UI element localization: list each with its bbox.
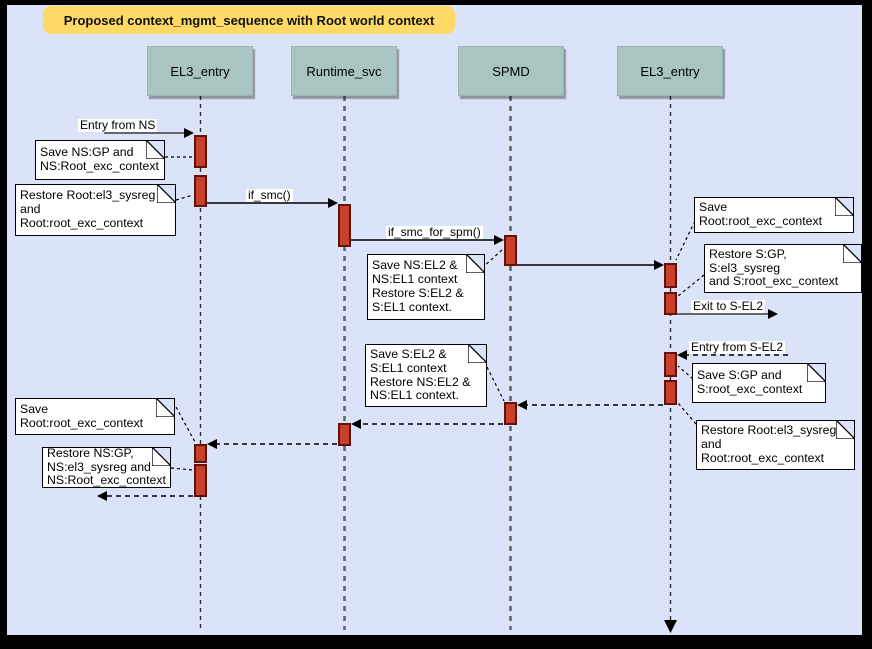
note-text: Save Root:root_exc_context	[20, 401, 144, 430]
activation-bar	[664, 380, 677, 405]
note-fold-icon	[152, 448, 170, 466]
note-restore-root-right: Restore Root:el3_sysreg and Root:root_ex…	[696, 420, 855, 470]
arrowhead-spmd-to-el3	[654, 260, 664, 270]
activation-bar	[664, 292, 677, 315]
note-fold-icon	[843, 245, 861, 263]
activation-bar	[504, 402, 517, 425]
note-save-s-el2: Save S:EL2 & S:EL1 context Restore NS:EL…	[365, 344, 487, 407]
note-connector	[677, 365, 694, 380]
note-connector	[175, 194, 194, 201]
note-text: Restore Root:el3_sysreg and Root:root_ex…	[20, 188, 156, 230]
activation-bar	[194, 135, 207, 168]
participant-label: Runtime_svc	[306, 63, 382, 79]
activation-bar	[194, 444, 207, 463]
note-fold-icon	[146, 141, 164, 159]
note-connector	[175, 406, 196, 443]
message-label-exit-to-sel2: Exit to S-EL2	[691, 299, 766, 313]
arrowhead-el3-exit-left	[97, 491, 107, 501]
arrowhead-runtime-to-el3	[207, 439, 217, 449]
note-text: Save NS:EL2 & NS:EL1 context Restore S:E…	[372, 258, 464, 314]
arrowhead-if-smc-for-spm	[494, 235, 504, 245]
note-fold-icon	[807, 364, 825, 382]
message-label-if-smc: if_smc()	[246, 188, 293, 202]
participant-label: EL3_entry	[640, 63, 700, 79]
activation-bar	[338, 423, 351, 446]
participant-label: SPMD	[492, 63, 530, 79]
note-restore-s-gp: Restore S:GP, S:el3_sysreg and S:root_ex…	[704, 244, 862, 293]
note-fold-icon	[466, 255, 484, 273]
note-save-root-exc-right: Save Root:root_exc_context	[694, 197, 854, 233]
note-fold-icon	[157, 185, 175, 203]
note-restore-root-left: Restore Root:el3_sysreg and Root:root_ex…	[15, 184, 176, 236]
note-connector	[486, 366, 505, 402]
note-text: Restore NS:GP, NS:el3_sysreg and NS:Root…	[47, 447, 166, 488]
activation-bar	[664, 263, 677, 288]
note-text: Restore Root:el3_sysreg and Root:root_ex…	[701, 423, 837, 465]
participant-el3-entry-right: EL3_entry	[617, 46, 723, 96]
message-label-entry-from-sel2: Entry from S-EL2	[689, 340, 786, 354]
note-connector	[481, 248, 504, 269]
participant-label: EL3_entry	[170, 63, 230, 79]
activation-bar	[338, 204, 351, 247]
activation-bar	[194, 175, 207, 207]
note-text: Save Root:root_exc_context	[699, 200, 823, 228]
activation-bar	[194, 464, 207, 497]
lifeline-end-arrow	[664, 620, 677, 633]
note-fold-icon	[156, 399, 174, 417]
note-save-root-exc-left: Save Root:root_exc_context	[15, 398, 175, 435]
note-connector	[677, 402, 697, 425]
arrowhead-entry-from-ns	[184, 128, 194, 138]
note-text: Save S:EL2 & S:EL1 context Restore NS:EL…	[370, 346, 471, 403]
note-text: Restore S:GP, S:el3_sysreg and S:root_ex…	[709, 246, 839, 289]
note-fold-icon	[835, 198, 853, 216]
note-fold-icon	[836, 421, 854, 439]
activation-bar	[504, 235, 517, 266]
participant-spmd: SPMD	[458, 46, 564, 96]
participant-el3-entry-left: EL3_entry	[147, 46, 253, 96]
note-connector	[677, 274, 705, 297]
diagram-canvas	[7, 5, 862, 635]
note-restore-ns-gp: Restore NS:GP, NS:el3_sysreg and NS:Root…	[42, 447, 171, 488]
note-save-s-gp: Save S:GP and S:root_exc_context	[692, 363, 826, 403]
activation-bar	[664, 352, 677, 377]
note-connector	[675, 220, 696, 261]
note-save-ns-gp: Save NS:GP and NS:Root_exc_context	[35, 140, 165, 180]
message-label-if-smc-for-spm: if_smc_for_spm()	[386, 225, 483, 239]
diagram-title: Proposed context_mgmt_sequence with Root…	[43, 6, 455, 34]
note-save-ns-el2: Save NS:EL2 & NS:EL1 context Restore S:E…	[367, 254, 485, 320]
participant-runtime-svc: Runtime_svc	[291, 46, 397, 96]
arrowhead-entry-from-sel2	[677, 350, 687, 360]
note-connector	[170, 467, 194, 471]
arrowhead-el3-to-spmd	[517, 400, 527, 410]
message-label-entry-from-ns: Entry from NS	[78, 118, 158, 132]
arrowhead-exit-to-sel2	[768, 309, 778, 319]
arrowhead-spmd-to-runtime	[351, 419, 361, 429]
arrowhead-if-smc	[328, 198, 338, 208]
note-fold-icon	[468, 345, 486, 363]
note-text: Save NS:GP and NS:Root_exc_context	[40, 145, 159, 173]
note-text: Save S:GP and S:root_exc_context	[697, 368, 803, 396]
